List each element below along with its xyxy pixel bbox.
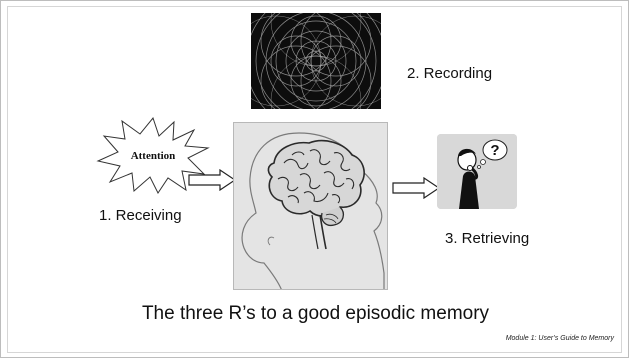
receiving-arrow-icon [188, 169, 236, 191]
receiving-label: 1. Receiving [99, 207, 182, 224]
slide-frame [7, 6, 622, 353]
retrieving-arrow-icon [392, 177, 440, 199]
recording-pattern-image [251, 13, 381, 109]
brain-head-image [233, 122, 388, 290]
retrieving-label: 3. Retrieving [445, 230, 530, 247]
attention-label: Attention [130, 150, 176, 162]
svg-text:?: ? [490, 142, 499, 159]
thinking-person-image: ? [437, 134, 517, 209]
recording-label: 2. Recording [407, 65, 493, 82]
starburst-shape [96, 116, 210, 194]
slide-caption: The three R’s to a good episodic memory [141, 303, 490, 324]
footer-text: Module 1: User’s Guide to Memory [505, 335, 614, 342]
